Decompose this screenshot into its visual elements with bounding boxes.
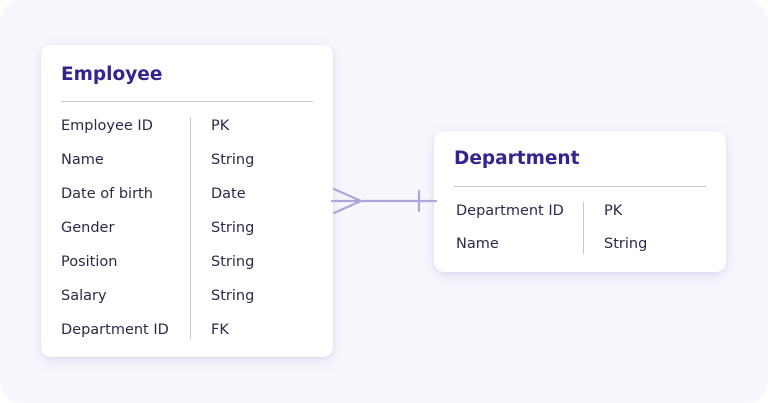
attribute-name: Salary <box>61 288 107 304</box>
entity-employee: Employee Employee ID PK Name String Date… <box>41 45 333 357</box>
entity-title: Employee <box>61 64 163 85</box>
relationship-connector <box>330 187 438 215</box>
attribute-name: Department ID <box>456 203 564 219</box>
attribute-type: String <box>211 220 255 236</box>
attribute-type: PK <box>604 203 623 219</box>
title-divider <box>61 101 313 102</box>
attribute-type: PK <box>211 118 230 134</box>
attribute-name: Employee ID <box>61 118 153 134</box>
attribute-name: Name <box>456 236 499 252</box>
attribute-row: Department ID PK <box>434 201 726 221</box>
attribute-row: Department ID FK <box>41 320 333 340</box>
attribute-type: Date <box>211 186 246 202</box>
attribute-type: String <box>211 288 255 304</box>
attribute-type: String <box>604 236 648 252</box>
attribute-type: String <box>211 152 255 168</box>
attribute-row: Position String <box>41 252 333 272</box>
attribute-type: FK <box>211 322 229 338</box>
column-divider <box>583 202 584 254</box>
attribute-type: String <box>211 254 255 270</box>
attribute-name: Position <box>61 254 118 270</box>
attribute-row: Gender String <box>41 218 333 238</box>
entity-title: Department <box>454 148 580 169</box>
attribute-row: Name String <box>41 150 333 170</box>
column-divider <box>190 118 191 339</box>
entity-department: Department Department ID PK Name String <box>434 131 726 272</box>
attribute-name: Date of birth <box>61 186 153 202</box>
attribute-row: Date of birth Date <box>41 184 333 204</box>
attribute-name: Gender <box>61 220 115 236</box>
attribute-row: Salary String <box>41 286 333 306</box>
title-divider <box>454 186 706 187</box>
attribute-name: Name <box>61 152 104 168</box>
attribute-row: Name String <box>434 234 726 254</box>
attribute-name: Department ID <box>61 322 169 338</box>
attribute-row: Employee ID PK <box>41 116 333 136</box>
crows-foot-many-icon <box>332 187 363 215</box>
